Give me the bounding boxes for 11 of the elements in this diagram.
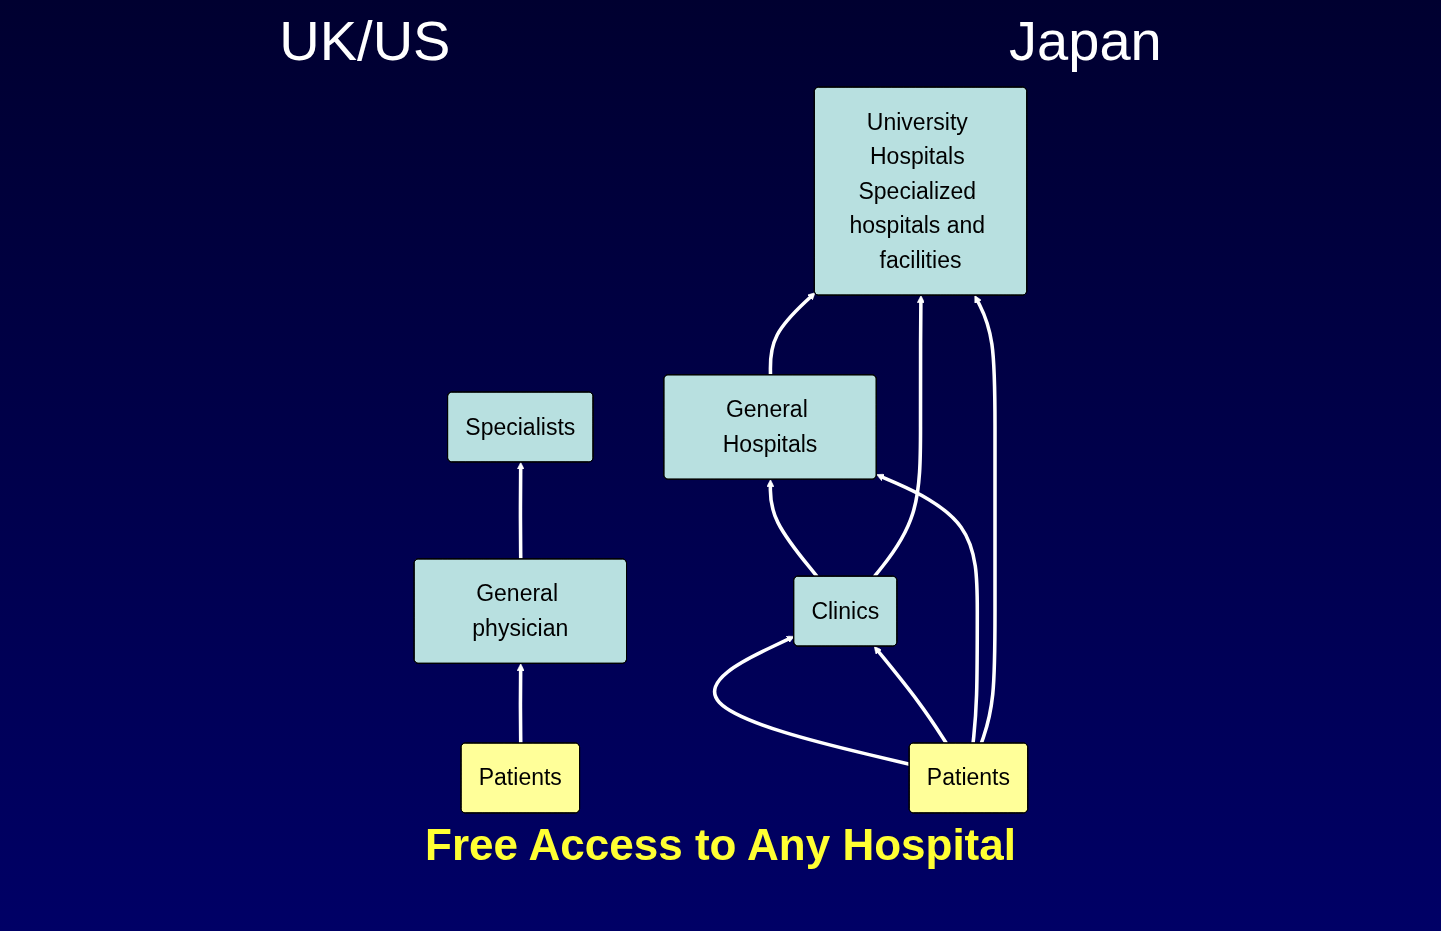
- arrow: [875, 473, 979, 744]
- arrow: [516, 462, 525, 560]
- caption: Free Access to Any Hospital: [425, 820, 1016, 870]
- column-heading: Japan: [1009, 7, 1162, 73]
- column-heading: UK/US: [279, 7, 451, 73]
- arrow: [516, 663, 525, 744]
- arrow: [768, 292, 815, 376]
- arrow: [766, 479, 819, 578]
- arrow: [974, 295, 997, 744]
- arrow: [712, 635, 910, 766]
- arrow: [872, 295, 925, 578]
